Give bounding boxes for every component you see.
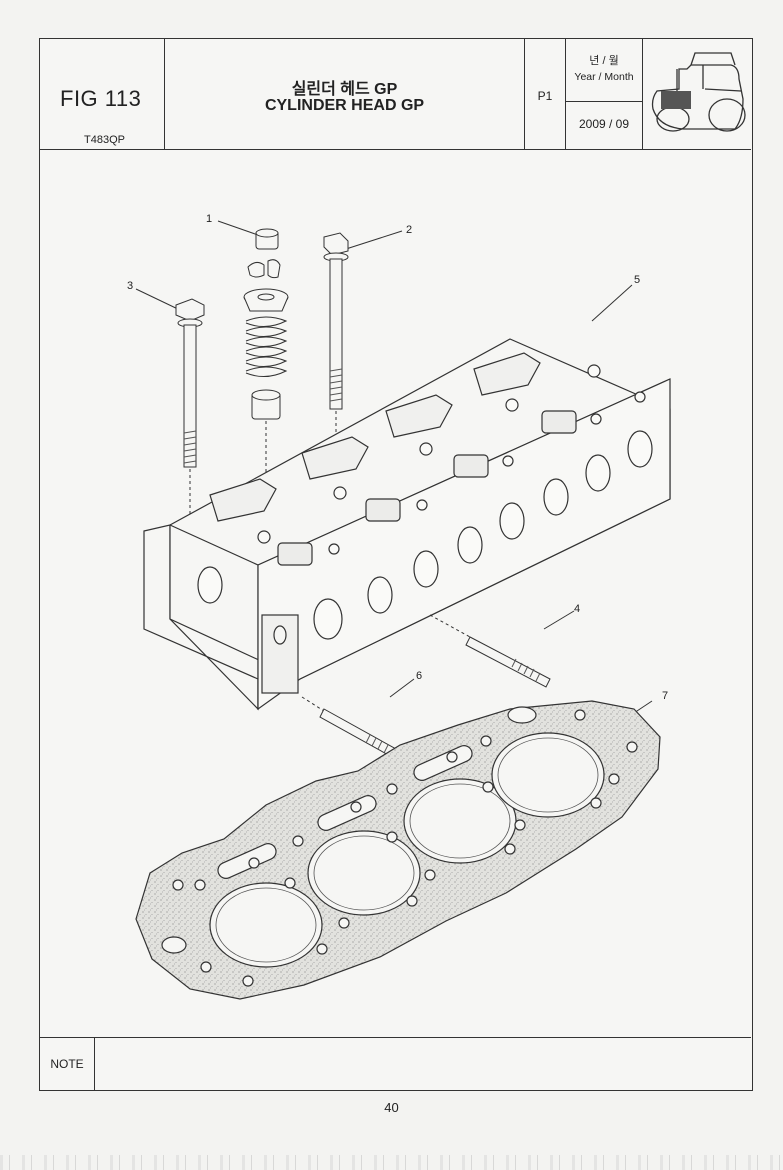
note-area [95, 1038, 751, 1090]
date-cell: 년 / 월 Year / Month 2009 / 09 [566, 39, 643, 149]
callout-3: 3 [127, 280, 133, 292]
head-gasket [135, 700, 661, 1000]
head-bolt-short [175, 298, 205, 529]
title-cell: 실린더 헤드 GP CYLINDER HEAD GP [165, 39, 525, 149]
scan-edge-artifact [0, 1155, 783, 1170]
date-label-korean: 년 / 월 [589, 55, 619, 67]
callout-1: 1 [206, 213, 212, 225]
date-value: 2009 / 09 [578, 117, 630, 131]
stud-front [429, 614, 551, 688]
figure-cell: FIG 113 T483QP [40, 39, 165, 149]
tractor-icon-cell [643, 39, 751, 149]
head-bolt-long [323, 232, 349, 539]
callout-4: 4 [574, 603, 580, 615]
exploded-view-drawing: 1 2 3 5 4 6 7 [40, 149, 751, 1037]
page-number: 40 [384, 1100, 399, 1115]
title-english: CYLINDER HEAD GP [264, 97, 425, 114]
callout-7: 7 [662, 690, 668, 702]
callout-6: 6 [416, 670, 422, 682]
note-label: NOTE [40, 1038, 95, 1090]
date-label-english: Year / Month [574, 71, 634, 83]
tractor-icon [651, 52, 746, 132]
date-label-box: 년 / 월 Year / Month [566, 39, 642, 102]
header-block: FIG 113 T483QP 실린더 헤드 GP CYLINDER HEAD G… [40, 39, 751, 150]
page-ref: P1 [537, 89, 553, 103]
callout-2: 2 [406, 224, 412, 236]
page-ref-cell: P1 [525, 39, 566, 149]
cylinder-head-body [143, 338, 671, 711]
parts-catalog-frame: FIG 113 T483QP 실린더 헤드 GP CYLINDER HEAD G… [39, 38, 753, 1091]
title-korean: 실린더 헤드 GP [291, 81, 398, 98]
cylinder-head-illustration: 1 2 3 5 4 6 7 [127, 213, 671, 1000]
figure-number: FIG 113 [60, 86, 142, 111]
callout-5: 5 [634, 274, 640, 286]
note-row: NOTE [40, 1037, 751, 1090]
valve-train-parts [243, 228, 289, 519]
model-code: T483QP [84, 134, 125, 146]
stud-side [301, 696, 397, 758]
